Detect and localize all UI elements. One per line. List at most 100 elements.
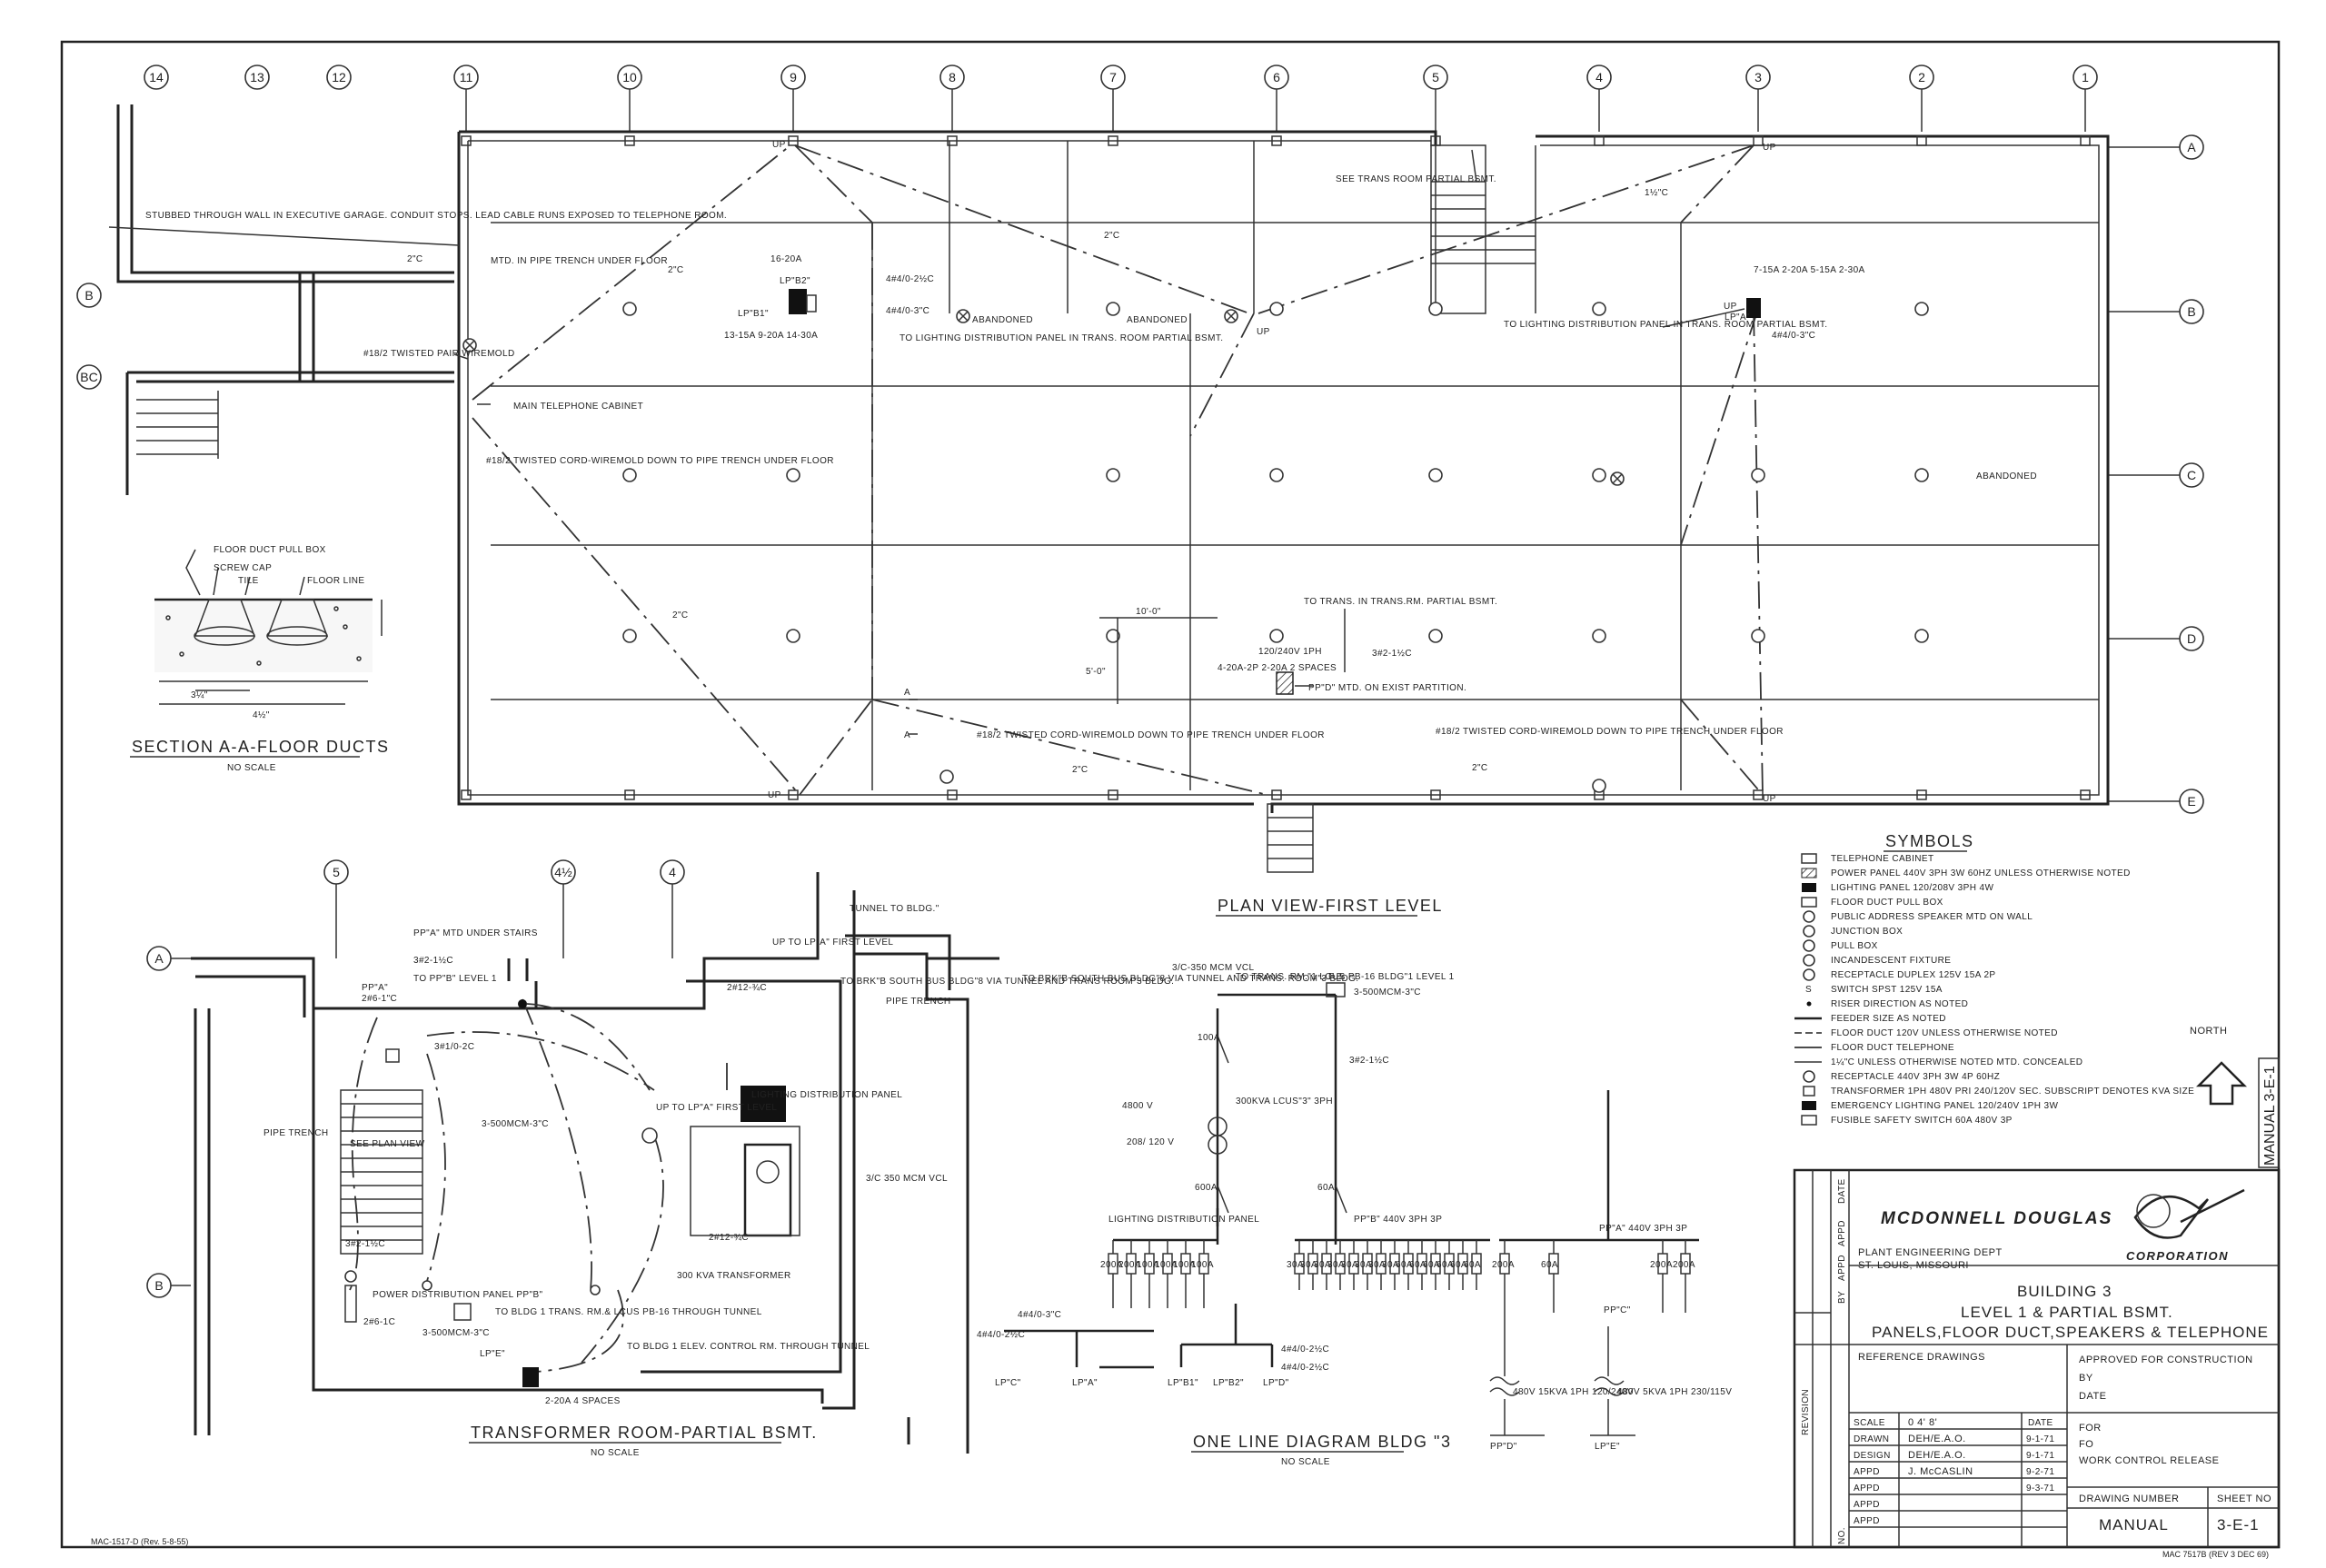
power-panel-icon (1801, 868, 1817, 878)
trans-f-c: 3#2-1½C (345, 1239, 385, 1249)
tb-approved: APPROVED FOR CONSTRUCTION (2079, 1355, 2253, 1365)
fixture-icon (1803, 968, 1815, 981)
grid-col-11-label: 11 (460, 70, 473, 84)
column-marker (461, 789, 472, 800)
tb-revision: REVISION (1801, 1389, 1811, 1435)
tb-city: ST. LOUIS, MISSOURI (1858, 1260, 1969, 1271)
section-title: SECTION A-A-FLOOR DUCTS (132, 738, 390, 756)
trans-grid-col-2-label: 4 (669, 865, 676, 879)
trans-to-elev: TO BLDG 1 ELEV. CONTROL RM. THROUGH TUNN… (627, 1342, 870, 1352)
column-marker (1430, 789, 1441, 800)
tb-drawing-number-label: DRAWING NUMBER (2079, 1494, 2179, 1504)
grid-col-12: 12 (326, 65, 352, 90)
trans-lighting-dist: LIGHTING DISTRIBUTION PANEL (751, 1090, 902, 1100)
floor-duct-boxes (461, 135, 2091, 800)
ol-cable-350: 3/C-350 MCM VCL (1172, 963, 1255, 973)
floor-duct-box (1914, 468, 1929, 482)
symbol-item: FLOOR DUCT TELEPHONE (1794, 1043, 1954, 1053)
ldp-branch-4-rating: 100A (1173, 1260, 1196, 1270)
ol-v4800: 4800 V (1122, 1101, 1153, 1111)
ol-feeder: 3#2-1½C (1349, 1056, 1389, 1066)
ol-pp-c: PP"C" (1604, 1305, 1631, 1315)
fixture-icon (1803, 925, 1815, 938)
grid-row-E: E (2179, 789, 2204, 814)
tb-date: DATE (2079, 1391, 2107, 1402)
symbols-title: SYMBOLS (1885, 832, 1974, 850)
ol-to-brk: TO BRK"B SOUTH BUS BLDG"8 VIA TUNNEL AND… (1022, 974, 1358, 984)
grid-col-9: 9 (780, 65, 806, 90)
trans-grid-row-A-label: A (154, 951, 164, 966)
ppb-branch-0-rating: 30A (1287, 1260, 1304, 1270)
floor-duct-box (1106, 629, 1120, 643)
grid-row-A: A (2179, 134, 2204, 160)
symbol-label: INCANDESCENT FIXTURE (1831, 956, 1951, 966)
column-marker (788, 135, 799, 146)
tb-col-appd-1: APPD (1837, 1220, 1847, 1246)
trans-lp-e-ckt: 2-20A 4 SPACES (545, 1396, 621, 1406)
label-pp-d-rating: 120/240V 1PH (1258, 647, 1322, 657)
trans-pp-a: PP"A" (362, 983, 388, 993)
switch-icon: S (1805, 985, 1812, 995)
grid-row-C-label: C (2187, 468, 2196, 482)
pull-box-1 (641, 1127, 658, 1144)
fixture-icon (1803, 954, 1815, 967)
note-see-trans-room: SEE TRANS ROOM PARTIAL BSMT. (1336, 174, 1496, 184)
label-2c-1: 2"C (407, 254, 423, 264)
tb-line2: LEVEL 1 & PARTIAL BSMT. (1961, 1304, 2173, 1321)
note-twisted-cord-2: #18/2 TWISTED CORD-WIREMOLD DOWN TO PIPE… (977, 730, 1325, 740)
trans-grid-col-2: 4 (660, 859, 685, 885)
tb-sheet-no: 3-E-1 (2217, 1516, 2260, 1533)
grid-row-D-label: D (2187, 631, 2196, 646)
floor-duct-box (1106, 468, 1120, 482)
symbol-item: FLOOR DUCT 120V UNLESS OTHERWISE NOTED (1794, 1028, 2057, 1038)
label-15c: 1½"C (1645, 188, 1668, 198)
label-lp-a: LP"A" (1725, 313, 1750, 323)
trans-grid-col-0-label: 5 (333, 865, 340, 879)
column-marker (624, 789, 635, 800)
floor-duct-box (622, 302, 637, 316)
trans-f-e: 2#6-1C (363, 1317, 395, 1327)
symbol-item: PULL BOX (1803, 939, 1877, 952)
tb-row-label: SCALE (1854, 1418, 1885, 1428)
section-tile: TILE (238, 576, 259, 586)
interior-walls (491, 141, 2099, 790)
label-lp-a-ckt: 7-15A 2-20A 5-15A 2-30A (1754, 265, 1865, 275)
tb-company: MCDONNELL DOUGLAS (1881, 1209, 2112, 1228)
floor-duct-box (1592, 468, 1606, 482)
tb-row-label: APPD (1854, 1500, 1880, 1510)
label-up-2: UP (1257, 327, 1270, 337)
label-up-5: UP (768, 790, 781, 800)
floor-duct-box (1751, 629, 1765, 643)
note-stubbed: STUBBED THROUGH WALL IN EXECUTIVE GARAGE… (145, 211, 727, 221)
ppa-branch-1-rating: 60A (1541, 1260, 1558, 1270)
north-label: NORTH (2190, 1026, 2227, 1037)
symbol-item: RISER DIRECTION AS NOTED (1806, 999, 1968, 1009)
symbol-label: JUNCTION BOX (1831, 927, 1903, 937)
label-feeder-c: 4#4/0-3"C (1772, 331, 1815, 341)
one-line-lp-ties (1004, 1304, 1274, 1369)
tb-row-date: 9-2-71 (2026, 1467, 2054, 1477)
ol-lp-d: LP"D" (1263, 1378, 1289, 1388)
ppa-branch-3-rating: 200A (1673, 1260, 1695, 1270)
tb-col-by: BY (1837, 1291, 1847, 1304)
grid-col-12-label: 12 (332, 70, 346, 84)
trans-walls (191, 872, 999, 1454)
tb-corporation: CORPORATION (2126, 1249, 2229, 1263)
note-twisted-cord-1: #18/2 TWISTED CORD-WIREMOLD DOWN TO PIPE… (486, 456, 834, 466)
grid-col-4: 4 (1586, 65, 1612, 90)
panel-lp-b (789, 289, 817, 314)
trans-up-lp-a: UP TO LP"A" FIRST LEVEL (772, 938, 893, 948)
symbol-label: RECEPTACLE 440V 3PH 3W 4P 60HZ (1831, 1072, 2000, 1082)
building-outline-inner (467, 140, 2100, 796)
floor-duct-box (1751, 468, 1765, 482)
speaker-icon (1803, 910, 1815, 923)
transformer-icon (1803, 1086, 1815, 1097)
plan-title: PLAN VIEW-FIRST LEVEL (1218, 897, 1443, 915)
symbol-label: PUBLIC ADDRESS SPEAKER MTD ON WALL (1831, 912, 2033, 922)
trans-pipe-trench-2: PIPE TRENCH (886, 997, 950, 1007)
floor-duct-box (1914, 302, 1929, 316)
column-marker (1916, 789, 1927, 800)
one-line-transformers (1489, 1313, 1635, 1436)
tb-col-date: DATE (1837, 1178, 1847, 1204)
grid-col-6-label: 6 (1273, 70, 1280, 84)
